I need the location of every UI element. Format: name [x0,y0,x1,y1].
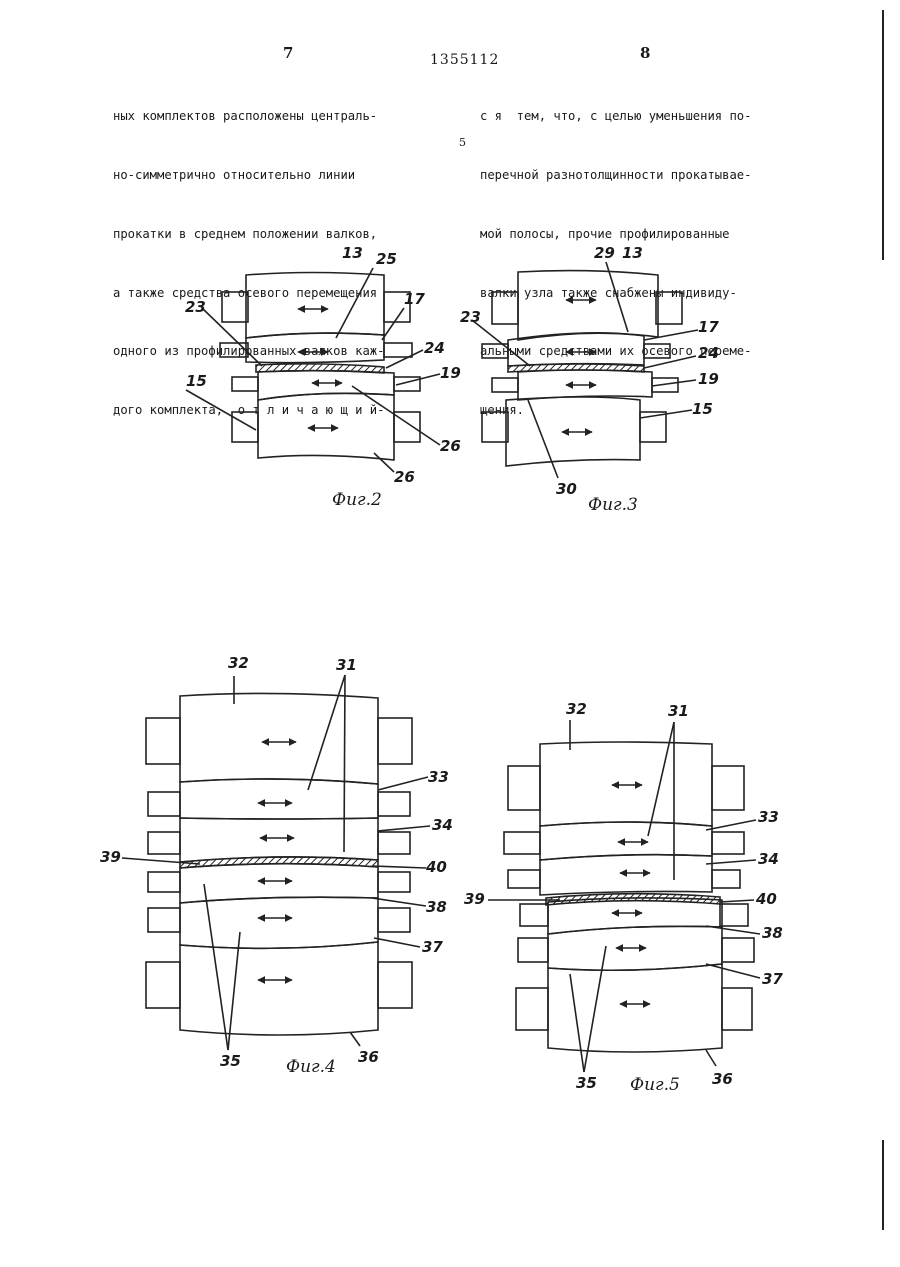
label-fig5-35: 35 [576,1074,597,1092]
label-fig5-32: 32 [566,700,587,718]
label-fig4-39: 39 [100,848,121,866]
label-fig5-36: 36 [712,1070,733,1088]
label-fig3-15: 15 [692,400,713,418]
label-fig5-40: 40 [755,890,777,908]
label-fig4-36: 36 [358,1048,379,1066]
label-fig4-33: 33 [428,768,449,786]
label-fig2-13: 13 [342,244,363,262]
caption-fig4: Фиг.4 [286,1057,336,1077]
figure-3 [472,262,698,478]
label-fig2-24: 24 [424,339,445,357]
label-fig4-32: 32 [228,654,249,672]
figure-5 [488,720,760,1072]
label-fig2-25: 25 [376,250,397,268]
caption-fig2: Фиг.2 [332,490,382,510]
label-fig2-26b: 26 [394,468,415,486]
label-fig4-31: 31 [336,656,357,674]
label-fig2-23: 23 [185,298,206,316]
label-fig5-39: 39 [464,890,485,908]
figure-4 [122,675,430,1050]
label-fig5-34: 34 [758,850,779,868]
caption-fig3: Фиг.3 [588,495,638,515]
label-fig4-40: 40 [425,858,447,876]
label-fig5-38: 38 [762,924,783,942]
label-fig2-17: 17 [404,290,425,308]
label-fig2-19: 19 [440,364,461,382]
label-fig5-37: 37 [762,970,783,988]
label-fig2-15: 15 [186,372,207,390]
label-fig4-34: 34 [432,816,453,834]
label-fig3-17: 17 [698,318,719,336]
figure-2 [186,268,440,472]
label-fig3-30: 30 [556,480,577,498]
label-fig5-31: 31 [668,702,689,720]
label-fig4-35: 35 [220,1052,241,1070]
label-fig2-26a: 26 [440,437,461,455]
label-fig5-33: 33 [758,808,779,826]
label-fig3-29: 29 [594,244,615,262]
label-fig4-38: 38 [426,898,447,916]
label-fig3-19: 19 [698,370,719,388]
label-fig3-24: 24 [698,344,719,362]
label-fig4-37: 37 [422,938,443,956]
label-fig3-13: 13 [622,244,643,262]
caption-fig5: Фиг.5 [630,1075,680,1095]
label-fig3-23: 23 [460,308,481,326]
